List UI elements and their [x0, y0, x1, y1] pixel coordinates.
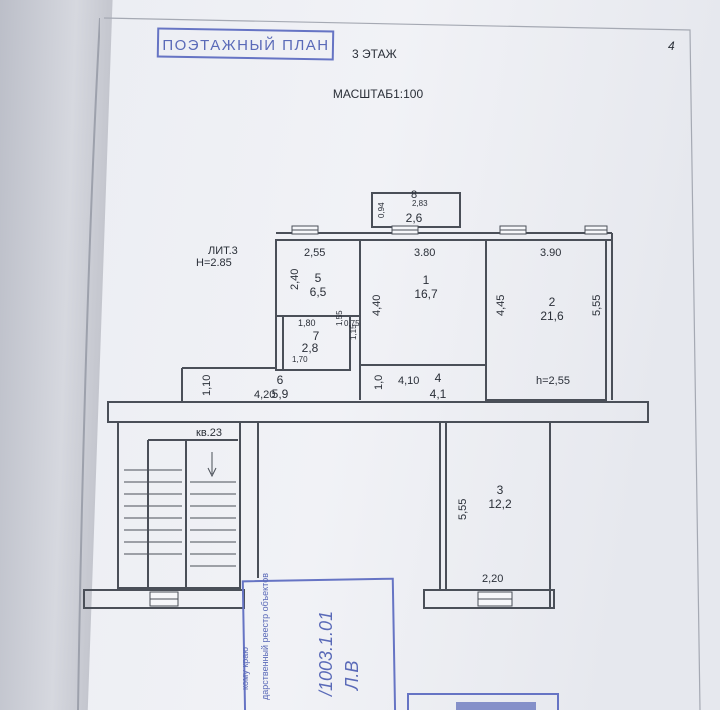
room-8-area: 2,6: [406, 211, 423, 225]
registry-stamp: кому краю дарственный реестр объектов /1…: [240, 573, 397, 710]
room-7-number: 7: [313, 329, 320, 343]
room-7-area: 2,8: [302, 341, 319, 355]
dim-balcony-height: 0,94: [377, 202, 386, 218]
page-fold-line: [77, 17, 100, 710]
header-stamp: ПОЭТАЖНЫЙ ПЛАН: [156, 27, 335, 61]
windows: [149, 225, 608, 607]
room-4-number: 4: [435, 371, 442, 385]
dim-r1-height: 4,40: [371, 295, 383, 316]
dim-corr-width: 4,10: [398, 375, 419, 387]
dim-corr-height: 1,0: [373, 375, 385, 390]
stamp-line1: кому краю: [240, 647, 250, 690]
dim-bath-width2: 1,70: [292, 355, 308, 364]
dim-bath-height: 1,55: [335, 310, 344, 326]
building-height: Н=2.85: [196, 257, 232, 269]
room-8-number: 8: [411, 189, 417, 201]
dim-r2-height-left: 4,45: [495, 295, 507, 316]
litera-label: ЛИТ.3: [208, 245, 238, 257]
signature-2: Л.В: [342, 661, 362, 691]
dim-bath-d2: 1,15: [349, 324, 358, 340]
room-6-number: 6: [277, 373, 284, 387]
signature-1: /1003.1.01: [316, 611, 336, 698]
room-4-area: 4,1: [430, 387, 447, 401]
dim-hall-height: 1,10: [201, 375, 213, 396]
dim-r1-width: 3.80: [414, 247, 435, 259]
apartment-label: кв.23: [196, 427, 222, 439]
stamp-title: ПОЭТАЖНЫЙ ПЛАН: [162, 36, 329, 54]
stair-treads: [124, 452, 236, 567]
dim-hall-width: 4,20: [254, 389, 275, 401]
walls: [83, 192, 649, 609]
dim-r2-height-right: 5,55: [591, 295, 603, 316]
room-height-label: h=2,55: [536, 375, 570, 387]
room-2-area: 21,6: [540, 309, 564, 323]
floor-label: 3 ЭТАЖ: [352, 47, 397, 61]
dim-r2-width: 3.90: [540, 247, 561, 259]
room-1-number: 1: [423, 273, 430, 287]
scale-label: МАСШТАБ1:100: [333, 87, 424, 101]
dim-bath-d1: 0,75: [344, 319, 360, 328]
sheet-edge: [103, 17, 701, 710]
bottom-right-stamp: [407, 693, 559, 710]
room-5-number: 5: [315, 271, 322, 285]
room-1-area: 16,7: [414, 287, 438, 301]
stamp-line2: дарственный реестр объектов: [260, 573, 270, 700]
dim-balcony-width: 2,83: [412, 199, 428, 208]
room-labels: 8 2,6 5 6,5 1 16,7 2 21,6 7 2,8 6 5,9 4 …: [272, 189, 564, 511]
dim-r3-height: 5,55: [457, 499, 469, 520]
room-3-area: 12,2: [488, 497, 512, 511]
dimension-labels: 2,83 0,94 2,55 2,40 3.80 4,40 3.90 4,45 …: [201, 199, 603, 585]
dim-r5-width: 2,55: [304, 247, 325, 259]
dim-r5-height: 2,40: [289, 269, 301, 290]
dim-r3-width: 2,20: [482, 573, 503, 585]
room-6-area: 5,9: [272, 387, 289, 401]
room-5-area: 6,5: [310, 285, 327, 299]
dim-bath-width: 1,80: [298, 318, 316, 328]
room-2-number: 2: [549, 295, 556, 309]
page-number: 4: [668, 39, 675, 53]
room-3-number: 3: [497, 483, 504, 497]
